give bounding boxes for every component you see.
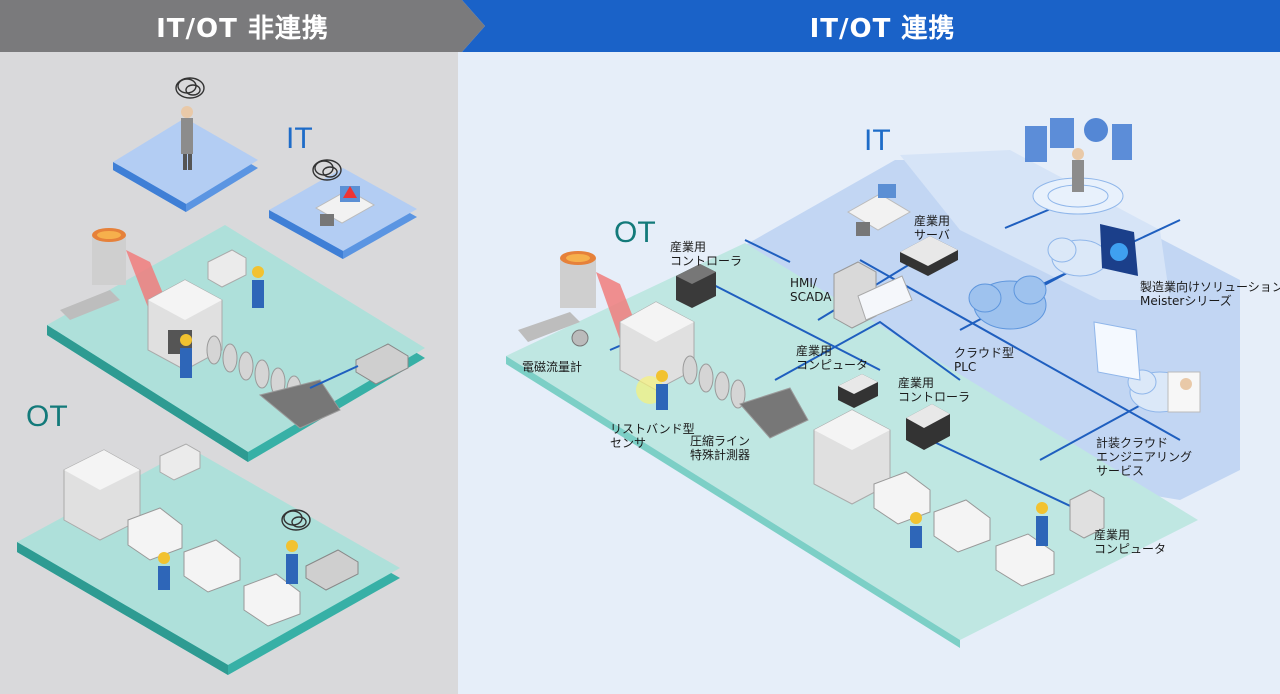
manager-person bbox=[181, 106, 193, 170]
right-it-label: IT bbox=[864, 124, 891, 157]
compression-meter-label: 圧縮ライン 特殊計測器 bbox=[690, 434, 751, 462]
worker-figure bbox=[180, 266, 264, 378]
office-desk bbox=[314, 186, 376, 226]
cloud-icon bbox=[968, 275, 1047, 330]
left-it-label: IT bbox=[286, 122, 313, 155]
meister-screen bbox=[1100, 224, 1138, 276]
meister-label: 製造業向けソリューション Meisterシリーズ bbox=[1140, 280, 1280, 308]
em-flowmeter-label: 電磁流量計 bbox=[522, 360, 583, 374]
header-left-shape bbox=[0, 0, 485, 52]
cloud-engineering-label: 計装クラウド エンジニアリング サービス bbox=[1096, 436, 1193, 478]
worker-figure bbox=[910, 502, 1048, 548]
wristband-sensor-highlight bbox=[636, 370, 668, 410]
scribble-icon bbox=[175, 77, 205, 99]
car-booth bbox=[813, 409, 891, 505]
roller-line bbox=[206, 335, 341, 429]
industrial-controller-2 bbox=[906, 404, 950, 450]
analytics-screen bbox=[1093, 321, 1141, 381]
flowmeter-device bbox=[571, 329, 589, 347]
industrial-computer-2 bbox=[1069, 489, 1105, 539]
wristband-sensor-label: リストバンド型 センサ bbox=[610, 422, 695, 450]
car-line bbox=[127, 507, 301, 627]
industrial-controller-1 bbox=[676, 264, 716, 308]
industrial-server-label: 産業用 サーバ bbox=[914, 214, 951, 242]
controller-device bbox=[207, 249, 247, 288]
engineer-figure bbox=[1167, 371, 1201, 413]
industrial-server bbox=[900, 236, 958, 276]
car-line bbox=[873, 471, 1055, 587]
right-ot-label: OT bbox=[614, 216, 656, 249]
press-machine bbox=[147, 279, 223, 371]
industrial-computer-label-1: 産業用 コンピュータ bbox=[796, 344, 869, 372]
hmi-scada-device bbox=[833, 261, 913, 329]
roller-line bbox=[682, 355, 809, 439]
office-desk bbox=[847, 184, 911, 236]
header-right-title: IT/OT 連携 bbox=[809, 13, 956, 44]
industrial-controller-label-2: 産業用 コントローラ bbox=[898, 376, 971, 404]
manager-hologram bbox=[1025, 118, 1132, 215]
network-line bbox=[309, 365, 359, 389]
header-right: IT/OT 連携 bbox=[485, 0, 1280, 52]
cloud-plc-label: クラウド型 PLC bbox=[954, 346, 1015, 374]
header-band bbox=[0, 0, 1280, 52]
industrial-controller-label-1: 産業用 コントローラ bbox=[670, 240, 743, 268]
worker-figure bbox=[158, 540, 298, 590]
industrial-computer-1 bbox=[838, 374, 878, 408]
hmi-scada-label: HMI/ SCADA bbox=[790, 276, 832, 304]
header-right-shape bbox=[462, 0, 1280, 52]
scribble-icon bbox=[312, 159, 342, 181]
left-ot-label: OT bbox=[26, 400, 68, 433]
header-left-title: IT/OT 非連携 bbox=[156, 13, 329, 44]
header-left: IT/OT 非連携 bbox=[0, 0, 485, 52]
network-box bbox=[305, 549, 359, 591]
industrial-computer-label-2: 産業用 コンピュータ bbox=[1094, 528, 1167, 556]
scribble-icon bbox=[281, 509, 311, 531]
controller-device bbox=[159, 443, 201, 481]
network-box bbox=[355, 343, 409, 385]
